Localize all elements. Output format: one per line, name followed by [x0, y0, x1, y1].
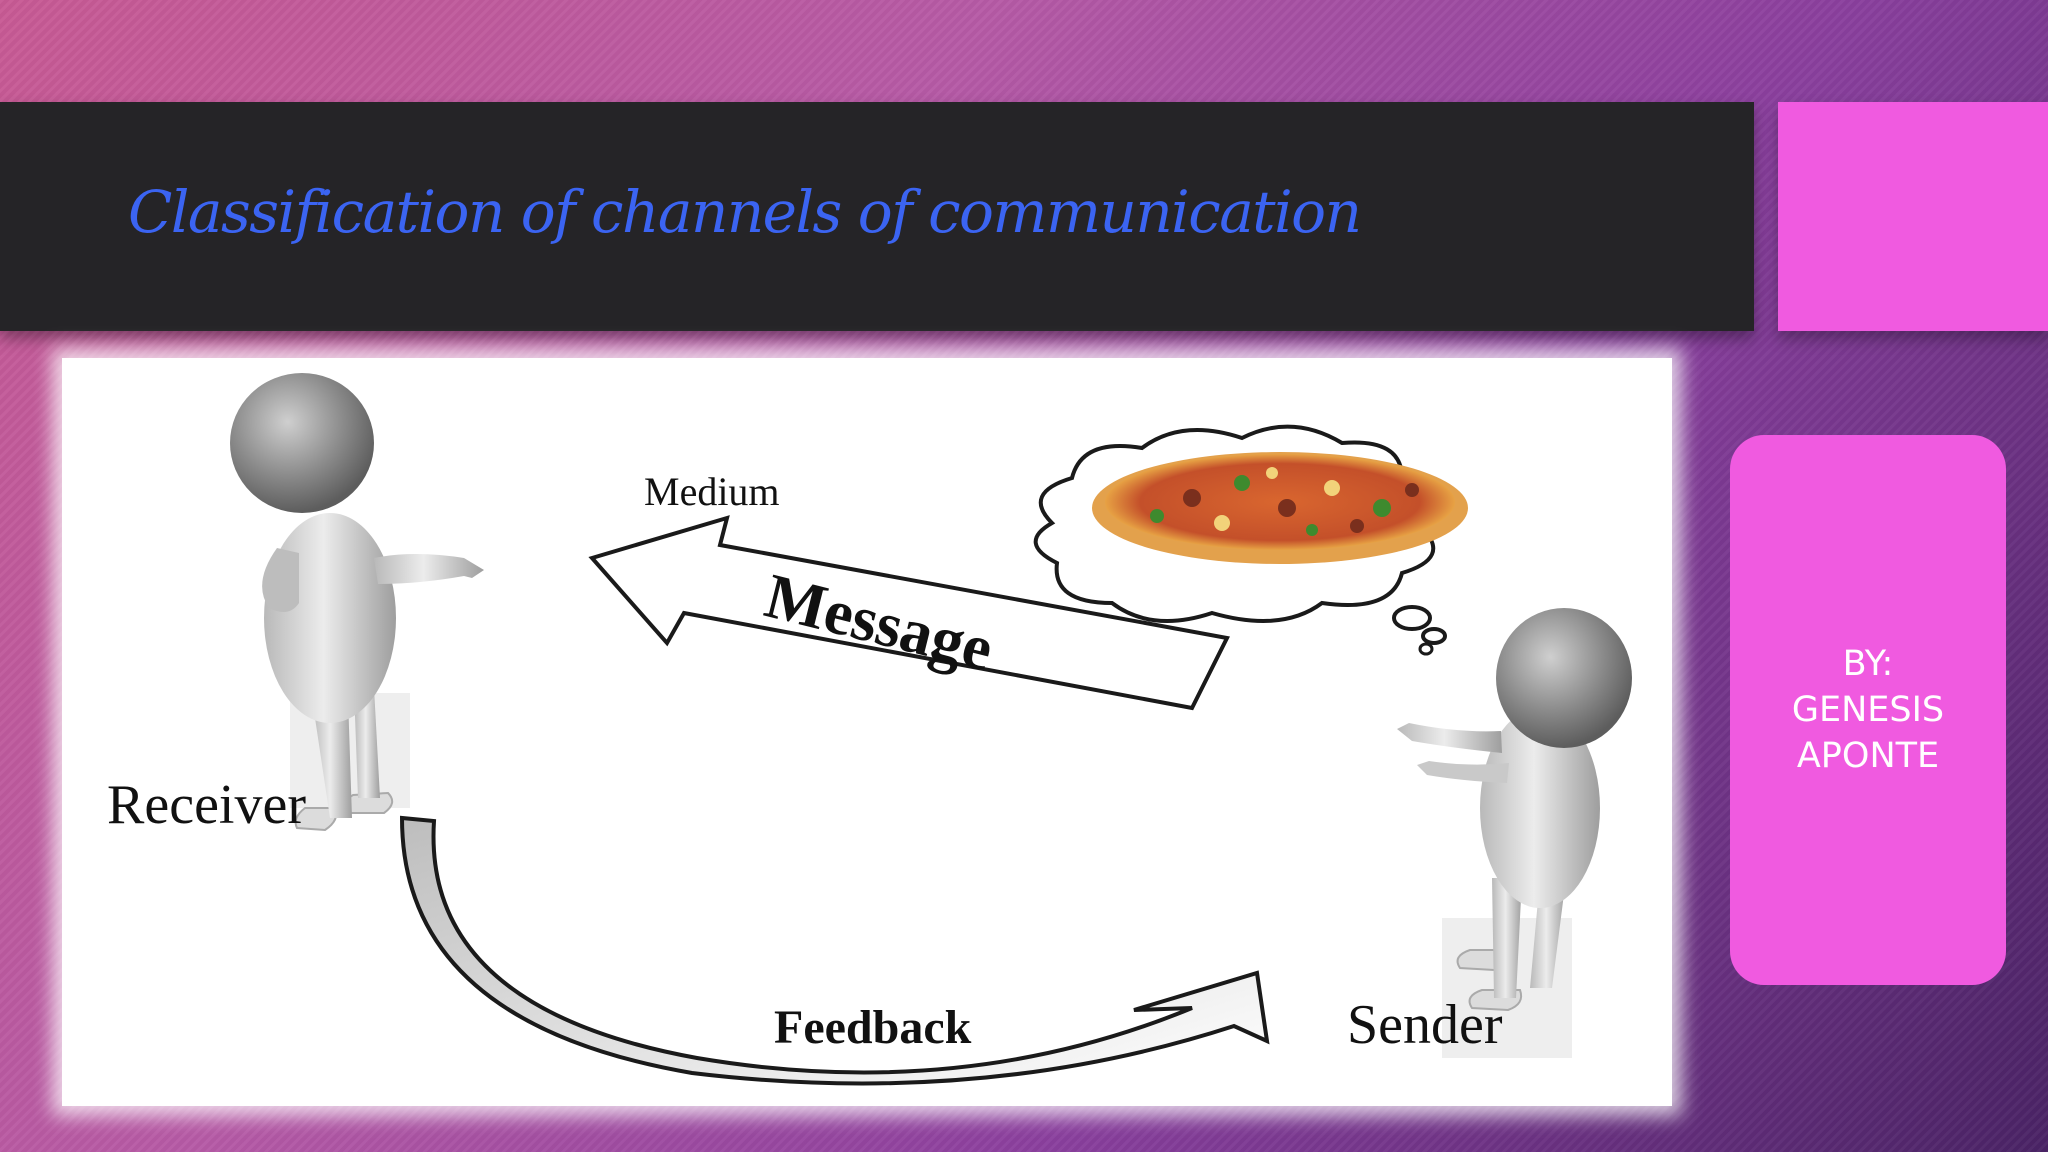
slide-title: Classification of channels of communicat…: [128, 178, 1362, 246]
receiver-figure-icon: [230, 373, 484, 832]
author-card: BY: GENESIS APONTE: [1730, 435, 2006, 985]
sender-figure-icon: [1397, 608, 1632, 1058]
medium-label: Medium: [644, 469, 780, 514]
accent-square: [1778, 102, 2048, 331]
message-arrow-icon: [588, 515, 1230, 711]
feedback-arrow-icon: [399, 815, 1270, 1086]
title-bar: [0, 102, 1754, 331]
receiver-label: Receiver: [107, 774, 306, 836]
pizza-icon: [1092, 452, 1468, 564]
feedback-label: Feedback: [774, 1001, 972, 1054]
communication-diagram: Medium Message Receiver Feedback Sender: [62, 358, 1672, 1106]
sender-label: Sender: [1347, 994, 1503, 1056]
author-name: BY: GENESIS APONTE: [1791, 644, 1945, 776]
